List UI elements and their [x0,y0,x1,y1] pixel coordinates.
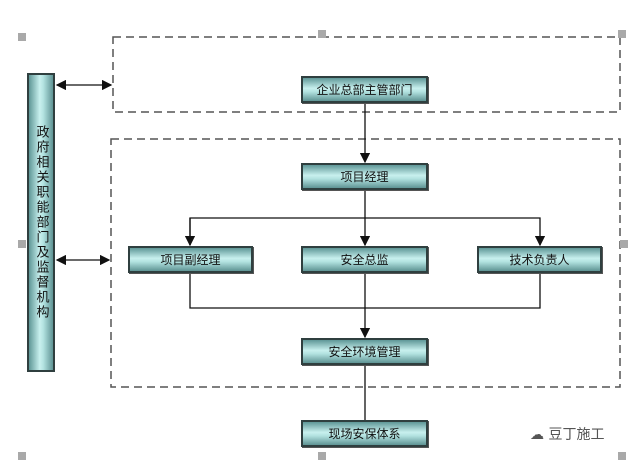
watermark-text: 豆丁施工 [548,427,605,443]
resize-handle[interactable] [618,30,626,38]
resize-handle[interactable] [318,30,326,38]
node-tech-lead: 技术负责人 [477,246,602,273]
resize-handle[interactable] [618,452,626,460]
resize-handle[interactable] [18,452,26,460]
resize-handle[interactable] [620,240,628,248]
resize-handle[interactable] [18,33,26,41]
node-env-management: 安全环境管理 [301,338,428,365]
resize-handle[interactable] [318,452,326,460]
hq-group-dashed [112,36,621,113]
node-safety-director: 安全总监 [301,246,428,273]
watermark: ☁ 豆丁施工 [530,424,604,444]
node-deputy-manager: 项目副经理 [128,246,253,273]
node-hq: 企业总部主管部门 [301,76,428,103]
government-agencies-label: 政府相关职能部门及监督机构 [33,125,49,320]
node-project-manager: 项目经理 [301,163,428,190]
node-site-security: 现场安保体系 [301,420,428,447]
resize-handle[interactable] [18,240,26,248]
wechat-icon: ☁ [530,427,549,443]
government-agencies-box: 政府相关职能部门及监督机构 [27,73,55,372]
